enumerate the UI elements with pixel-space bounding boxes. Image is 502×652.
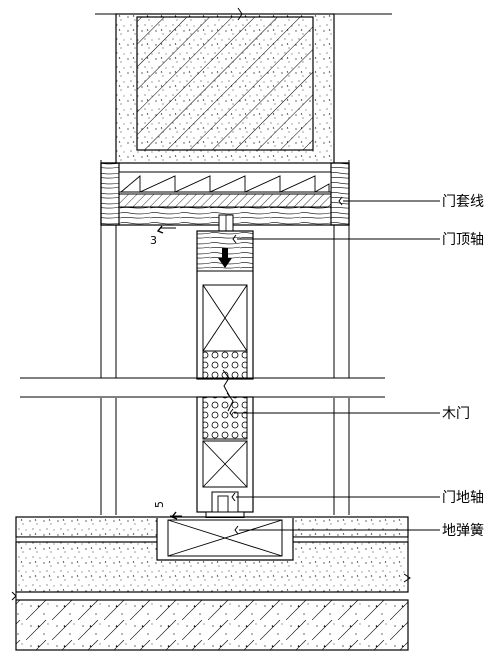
lintel <box>95 7 392 165</box>
door-casing <box>100 162 350 226</box>
dimension-top-gap-label: 3 <box>150 234 157 247</box>
dimension-top-gap: 3 <box>150 225 176 247</box>
top-pivot <box>218 214 234 232</box>
callout-door-top-pivot: 门顶轴 <box>442 232 484 248</box>
floor-pivot <box>205 491 245 519</box>
callout-door-casing: 门套线 <box>442 194 484 210</box>
dimension-bottom-gap-label: 5 <box>153 501 166 508</box>
callout-floor-spring: 地弹簧 <box>442 523 484 539</box>
callout-door-floor-pivot: 门地轴 <box>442 490 484 506</box>
wood-door-leaf <box>196 230 254 513</box>
floor-spring <box>156 518 294 561</box>
callout-wood-door: 木门 <box>442 406 470 422</box>
break-lines <box>20 369 385 412</box>
leader-lines <box>229 196 440 535</box>
dimension-bottom-gap: 5 <box>153 501 182 520</box>
